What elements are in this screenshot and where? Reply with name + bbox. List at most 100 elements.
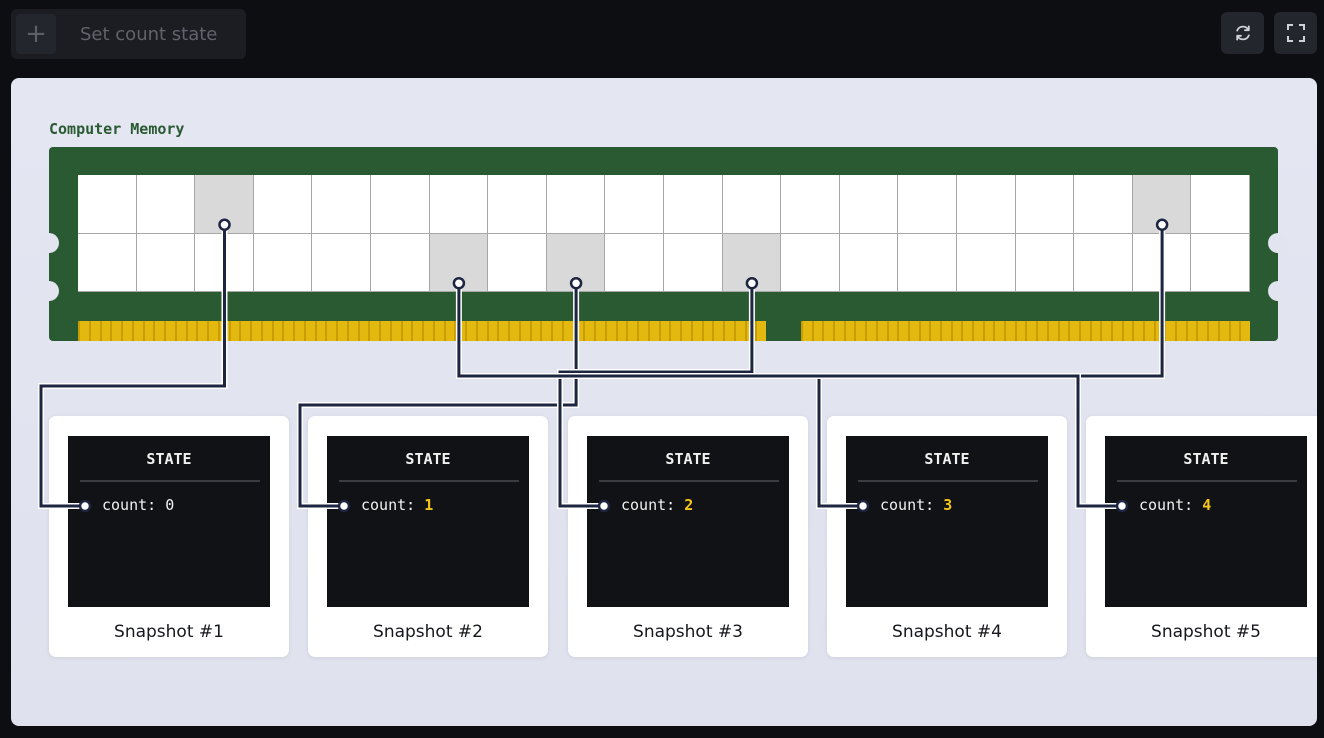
- ram-pin: [1004, 321, 1015, 341]
- state-count-row: count: 0: [102, 496, 174, 514]
- wire: [558, 283, 754, 508]
- ram-pin: [637, 321, 648, 341]
- visualization-stage: Computer Memory STATE count: 0 Snapshot #1…: [11, 78, 1317, 726]
- ram-pins-right: [801, 321, 1250, 341]
- ram-pin: [207, 321, 218, 341]
- state-title: STATE: [405, 450, 451, 468]
- ram-pin: [497, 321, 508, 341]
- memory-title: Computer Memory: [49, 120, 185, 138]
- state-value: 0: [165, 496, 175, 514]
- fullscreen-button[interactable]: [1274, 12, 1317, 54]
- ram-pin: [78, 321, 89, 341]
- ram-pin: [658, 321, 670, 341]
- ram-pin: [669, 321, 680, 341]
- memory-cell: [605, 175, 664, 234]
- ram-pin: [164, 321, 175, 341]
- set-count-button[interactable]: + Set count state: [11, 9, 246, 59]
- ram-pin: [529, 321, 541, 341]
- ram-pin: [131, 321, 143, 341]
- ram-pin: [594, 321, 605, 341]
- state-title: STATE: [146, 450, 192, 468]
- ram-pin: [647, 321, 659, 341]
- ram-pin: [1110, 321, 1122, 341]
- snapshot-card[interactable]: STATE count: 0 Snapshot #1: [49, 416, 289, 657]
- wire-endpoint: [745, 276, 759, 290]
- ram-pin: [907, 321, 919, 341]
- ram-pin: [99, 321, 111, 341]
- ram-pin: [701, 321, 713, 341]
- ram-pin: [422, 321, 433, 341]
- ram-pin: [250, 321, 261, 341]
- ram-pin: [486, 321, 498, 341]
- state-divider: [599, 480, 779, 482]
- set-count-label: Set count state: [80, 23, 218, 45]
- ram-pin: [508, 321, 519, 341]
- ram-pins-left: [78, 321, 766, 341]
- ram-pin: [346, 321, 358, 341]
- memory-cell: [429, 175, 489, 234]
- ram-pin: [314, 321, 326, 341]
- ram-notch: [1268, 233, 1288, 253]
- ram-pin: [260, 321, 272, 341]
- memory-wires: [38, 218, 1169, 513]
- memory-cell: [488, 233, 547, 292]
- memory-cell: [1191, 175, 1250, 234]
- ram-pin: [282, 321, 293, 341]
- memory-cell: [1191, 233, 1250, 292]
- memory-cell: [136, 175, 196, 234]
- memory-cell: [488, 175, 547, 234]
- ram-pin: [1025, 321, 1036, 341]
- wire: [457, 283, 1122, 508]
- ram-pin: [432, 321, 444, 341]
- ram-pin: [833, 321, 844, 341]
- ram-pin: [303, 321, 315, 341]
- state-count-row: count: 2: [621, 496, 693, 514]
- memory-cell: [1074, 233, 1133, 292]
- ram-pin: [1207, 321, 1218, 341]
- memory-cell: [663, 175, 723, 234]
- refresh-button[interactable]: [1221, 12, 1264, 54]
- memory-cell: [312, 175, 371, 234]
- ram-pin: [1153, 321, 1165, 341]
- ram-pin: [733, 321, 745, 341]
- memory-cell: [839, 175, 899, 234]
- plus-icon: +: [16, 14, 56, 54]
- ram-pin: [583, 321, 594, 341]
- ram-pin: [1132, 321, 1143, 341]
- ram-pin: [822, 321, 833, 341]
- ram-pin: [843, 321, 855, 341]
- memory-cell: [1074, 175, 1133, 234]
- ram-pin: [615, 321, 627, 341]
- ram-pin: [886, 321, 898, 341]
- wire-endpoint: [856, 499, 870, 513]
- snapshot-label: Snapshot #1: [114, 622, 224, 642]
- memory-cell: [253, 175, 313, 234]
- ram-pin: [1036, 321, 1047, 341]
- memory-cell: [722, 175, 782, 234]
- wire-endpoint: [337, 499, 351, 513]
- ram-pin: [712, 321, 723, 341]
- ram-pin: [744, 321, 756, 341]
- ram-pin: [1175, 321, 1186, 341]
- memory-cell: [312, 233, 371, 292]
- memory-cell: [1015, 175, 1075, 234]
- wire-outline: [816, 224, 1166, 509]
- memory-cell: [546, 175, 606, 234]
- state-value: 2: [684, 496, 694, 514]
- ram-pin: [110, 321, 121, 341]
- wire-endpoint: [1115, 499, 1129, 513]
- ram-pin: [626, 321, 637, 341]
- ram-pin: [982, 321, 994, 341]
- state-divider: [339, 480, 519, 482]
- wire-endpoint: [1155, 218, 1169, 231]
- ram-pin: [604, 321, 616, 341]
- memory-cell: [898, 175, 957, 234]
- snapshot-label: Snapshot #3: [633, 622, 743, 642]
- ram-pin: [443, 321, 455, 341]
